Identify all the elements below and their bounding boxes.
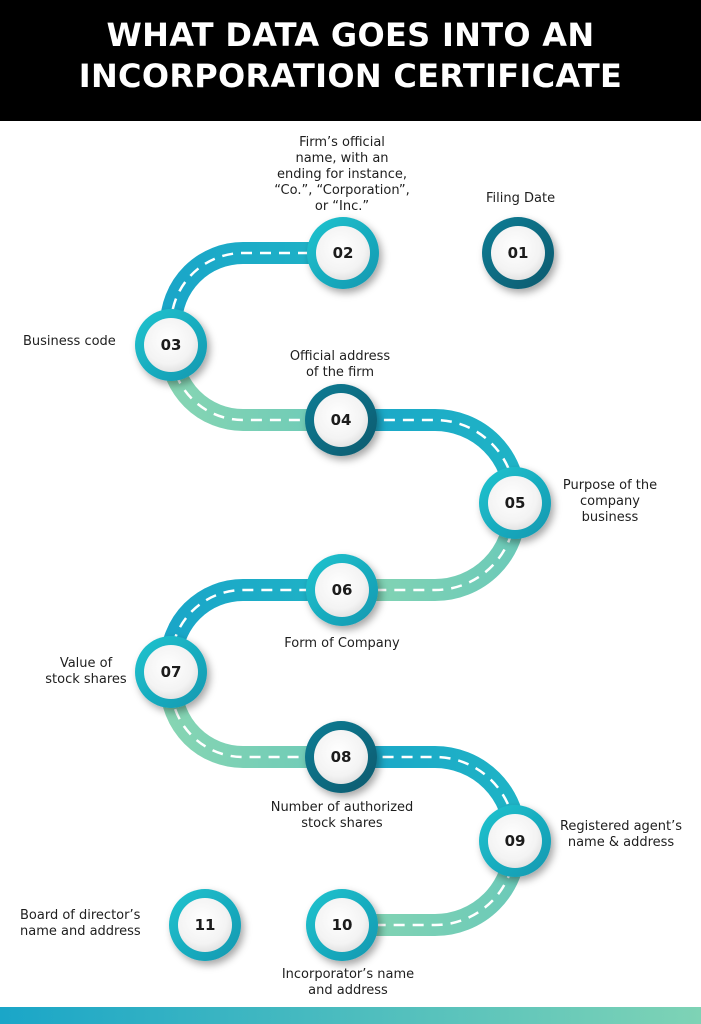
step-label-03: Business code (23, 334, 116, 350)
step-node-07: 07 (135, 636, 207, 708)
step-node-05: 05 (479, 467, 551, 539)
step-label-09-line-2: name & address (567, 835, 675, 850)
title-line-2: INCORPORATION CERTIFICATE (78, 57, 623, 95)
step-label-01-line: Filing Date (486, 191, 556, 206)
step-label-05-line-3: business (581, 510, 639, 525)
step-number-05: 05 (505, 494, 526, 512)
title-line-1: WHAT DATA GOES INTO AN (106, 16, 595, 54)
step-node-03: 03 (135, 309, 207, 381)
step-number-04: 04 (331, 411, 352, 429)
step-label-02: Firm’s official name, with an ending for… (264, 135, 420, 215)
step-node-10: 10 (306, 889, 378, 961)
step-label-07: Value of stock shares (36, 656, 136, 688)
step-label-11-line-1: Board of director’s (20, 908, 141, 923)
step-node-11: 11 (169, 889, 241, 961)
step-label-09-line-1: Registered agent’s (559, 819, 683, 834)
step-label-07-line-1: Value of (59, 656, 113, 671)
step-number-11: 11 (195, 916, 216, 934)
step-label-08-line-1: Number of authorized (270, 800, 414, 815)
step-number-07: 07 (161, 663, 182, 681)
step-label-10-line-2: and address (308, 983, 388, 998)
step-label-08: Number of authorized stock shares (256, 800, 428, 832)
step-label-09: Registered agent’s name & address (552, 819, 690, 851)
step-label-08-line-2: stock shares (301, 816, 383, 831)
step-number-03: 03 (161, 336, 182, 354)
step-number-01: 01 (508, 244, 529, 262)
footer-gradient-bar (0, 1007, 701, 1024)
step-number-09: 09 (505, 832, 526, 850)
step-node-04: 04 (305, 384, 377, 456)
step-label-02-line-4: “Co.”, “Corporation”, (274, 183, 410, 198)
step-label-06-line: Form of Company (284, 636, 400, 651)
title-banner: WHAT DATA GOES INTO AN INCORPORATION CER… (0, 0, 701, 121)
step-node-01: 01 (482, 217, 554, 289)
step-label-04: Official address of the firm (270, 349, 410, 381)
step-node-08: 08 (305, 721, 377, 793)
step-label-11: Board of director’s name and address (20, 908, 141, 940)
step-label-05-line-2: company (580, 494, 640, 509)
step-number-08: 08 (331, 748, 352, 766)
step-label-05-line-1: Purpose of the (562, 478, 658, 493)
step-node-06: 06 (306, 554, 378, 626)
step-label-02-line-2: name, with an (295, 151, 389, 166)
step-label-05: Purpose of the company business (552, 478, 668, 526)
step-label-02-line-1: Firm’s official (299, 135, 385, 150)
step-label-07-line-2: stock shares (45, 672, 127, 687)
step-label-10-line-1: Incorporator’s name (281, 967, 415, 982)
step-number-06: 06 (332, 581, 353, 599)
step-number-10: 10 (332, 916, 353, 934)
step-label-11-line-2: name and address (20, 924, 141, 939)
step-label-04-line-2: of the firm (305, 365, 375, 380)
step-node-09: 09 (479, 805, 551, 877)
step-label-03-line: Business code (23, 334, 116, 349)
step-label-06: Form of Company (270, 636, 414, 652)
step-number-02: 02 (333, 244, 354, 262)
step-label-10: Incorporator’s name and address (266, 967, 430, 999)
step-label-01: Filing Date (486, 191, 555, 207)
step-label-02-line-5: or “Inc.” (314, 199, 370, 214)
step-label-02-line-3: ending for instance, (277, 167, 407, 182)
step-node-02: 02 (307, 217, 379, 289)
step-label-04-line-1: Official address (289, 349, 391, 364)
